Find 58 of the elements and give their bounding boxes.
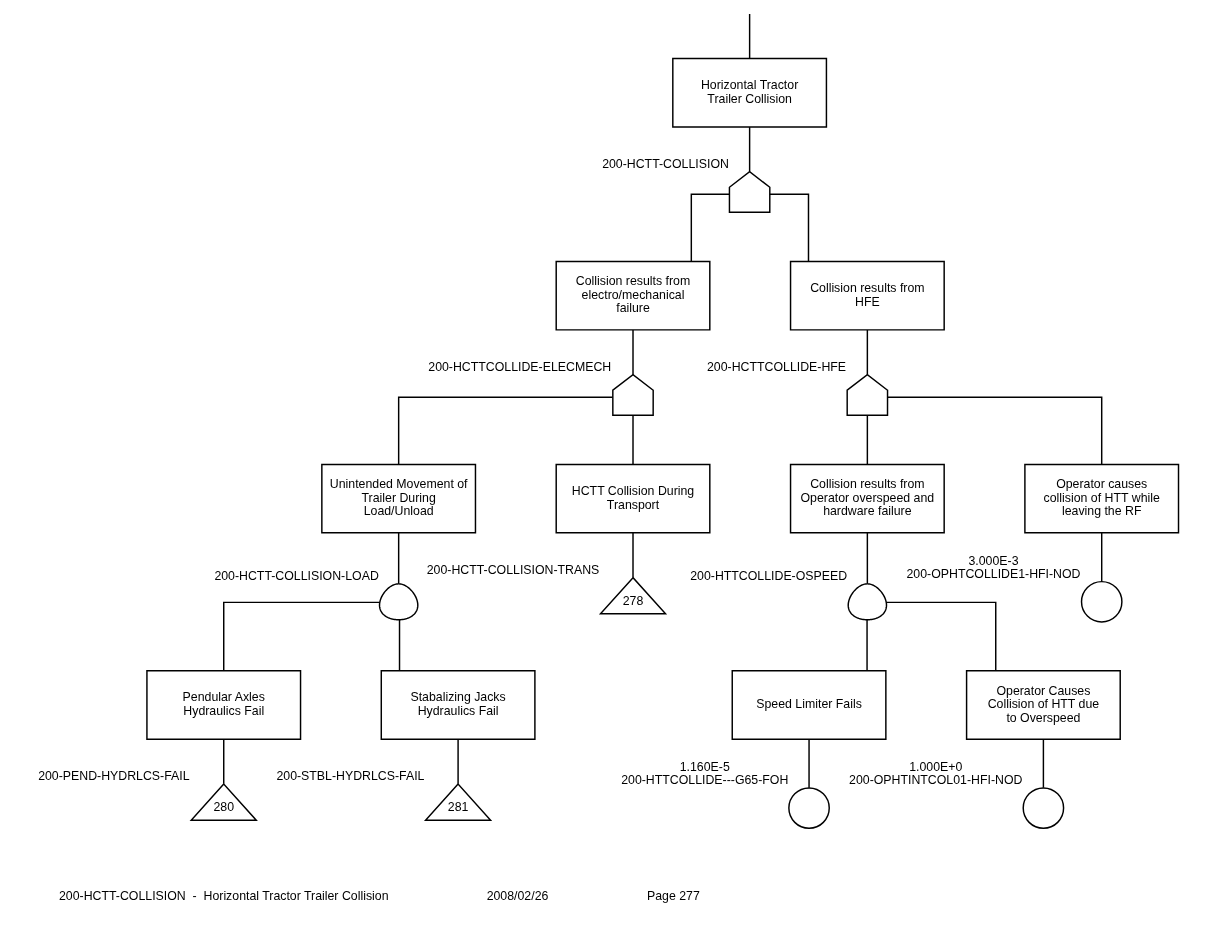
- label: 2008/02/26: [486, 889, 549, 904]
- connector: [632, 329, 634, 376]
- node-box: HCTT Collision During Transport: [555, 463, 711, 534]
- connector: [769, 193, 810, 263]
- connector: [632, 415, 634, 465]
- node-box: Collision results from HFE: [789, 260, 945, 331]
- node-box: Pendular Axles Hydraulics Fail: [146, 670, 302, 740]
- node-box: Stabalizing Jacks Hydraulics Fail: [380, 670, 536, 740]
- connector: [1042, 738, 1045, 789]
- node-circle: [1022, 787, 1065, 830]
- node-or-gate: [612, 373, 654, 417]
- node-box: Speed Limiter Fails: [731, 670, 887, 740]
- node-label: 200-HCTT-COLLISION-LOAD: [214, 569, 379, 584]
- node-label: 200-OPHTINTCOL01-HFI-NOD: [849, 773, 1023, 788]
- label: Page 277: [646, 889, 700, 904]
- connector: [866, 329, 869, 376]
- node-label: 200-HTTCOLLIDE-OSPEED: [690, 569, 848, 584]
- node-label: 200-PEND-HYDRLCS-FAIL: [38, 769, 190, 784]
- connector: [690, 193, 730, 263]
- node-label: 200-HCTT-COLLISION-TRANS: [426, 563, 600, 578]
- label: 200-HCTT-COLLISION - Horizontal Tractor Trailer Collision: [58, 889, 389, 904]
- connector: [866, 619, 868, 672]
- connector: [1101, 532, 1103, 583]
- node-label: 200-OPHTCOLLIDE1-HFI-NOD: [906, 567, 1081, 582]
- node-box: Collision results from Operator overspeed and hardware failure: [789, 463, 945, 534]
- node-or-gate: [846, 373, 889, 417]
- connector: [808, 738, 810, 789]
- connector: [887, 396, 1103, 465]
- node-label: 200-HTTCOLLIDE---G65-FOH: [621, 773, 789, 788]
- node-circle: [1080, 580, 1123, 623]
- connector: [397, 532, 400, 585]
- node-label: 200-HCTTCOLLIDE-ELECMECH: [428, 360, 612, 375]
- connector: [223, 738, 225, 785]
- node-label: 200-STBL-HYDRLCS-FAIL: [276, 769, 425, 784]
- node-box: Horizontal Tractor Trailer Collision: [672, 57, 828, 128]
- node-label: 200-HCTTCOLLIDE-HFE: [707, 360, 847, 375]
- connector: [866, 415, 869, 465]
- connector: [457, 738, 459, 785]
- node-box: Unintended Movement of Trailer During Load/Unload: [321, 463, 477, 534]
- connector: [632, 532, 634, 579]
- node-and-gate: [378, 583, 419, 621]
- node-or-gate: [728, 170, 771, 214]
- node-label: 1.160E-5: [679, 759, 730, 774]
- connector: [866, 532, 869, 585]
- connector: [885, 601, 997, 672]
- node-box: Operator Causes Collision of HTT due to Overspeed: [965, 670, 1121, 740]
- node-label: 3.000E-3: [968, 553, 1019, 568]
- connector: [748, 13, 751, 60]
- node-label: 1.000E+0: [909, 759, 963, 774]
- connector: [223, 601, 381, 672]
- connector: [397, 396, 614, 465]
- connector: [748, 126, 751, 173]
- node-circle: [788, 787, 830, 830]
- node-label: 200-HCTT-COLLISION: [602, 157, 729, 172]
- node-and-gate: [847, 583, 888, 621]
- connector: [398, 619, 401, 672]
- node-box: Collision results from electro/mechanical failure: [555, 260, 711, 331]
- node-box: Operator causes collision of HTT while leaving the RF: [1024, 463, 1180, 534]
